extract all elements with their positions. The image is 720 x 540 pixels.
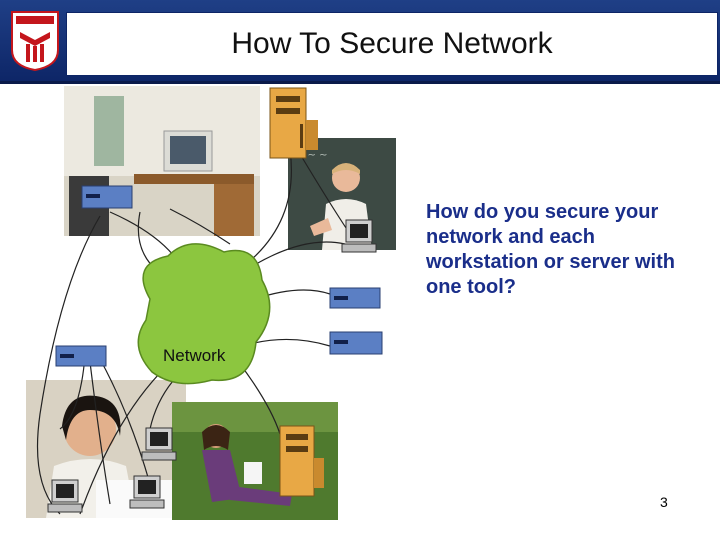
workstation-icon [47,479,83,513]
office-desk-photo [64,86,260,236]
workstation-icon [141,427,177,461]
slide-header: How To Secure Network [0,0,720,84]
network-switch-icon [55,345,107,367]
upm-shield-icon [10,10,60,72]
title-box: How To Secure Network [66,12,718,76]
question-text: How do you secure your network and each … [426,201,675,298]
network-cloud-icon [137,243,271,385]
slide-title: How To Secure Network [231,27,553,60]
page-number: 3 [660,494,668,510]
network-switch-icon [329,287,381,309]
network-diagram [36,87,383,515]
workstation-icon [129,475,165,509]
network-switch-icon [329,331,383,355]
server-tower-icon [279,425,324,497]
header-rule [0,81,720,84]
svg-text:~ ~ ~: ~ ~ ~ [296,150,328,161]
network-switch-icon [81,185,133,209]
network-label: Network [163,346,226,365]
server-tower-icon [269,87,318,159]
workstation-icon [341,219,377,253]
